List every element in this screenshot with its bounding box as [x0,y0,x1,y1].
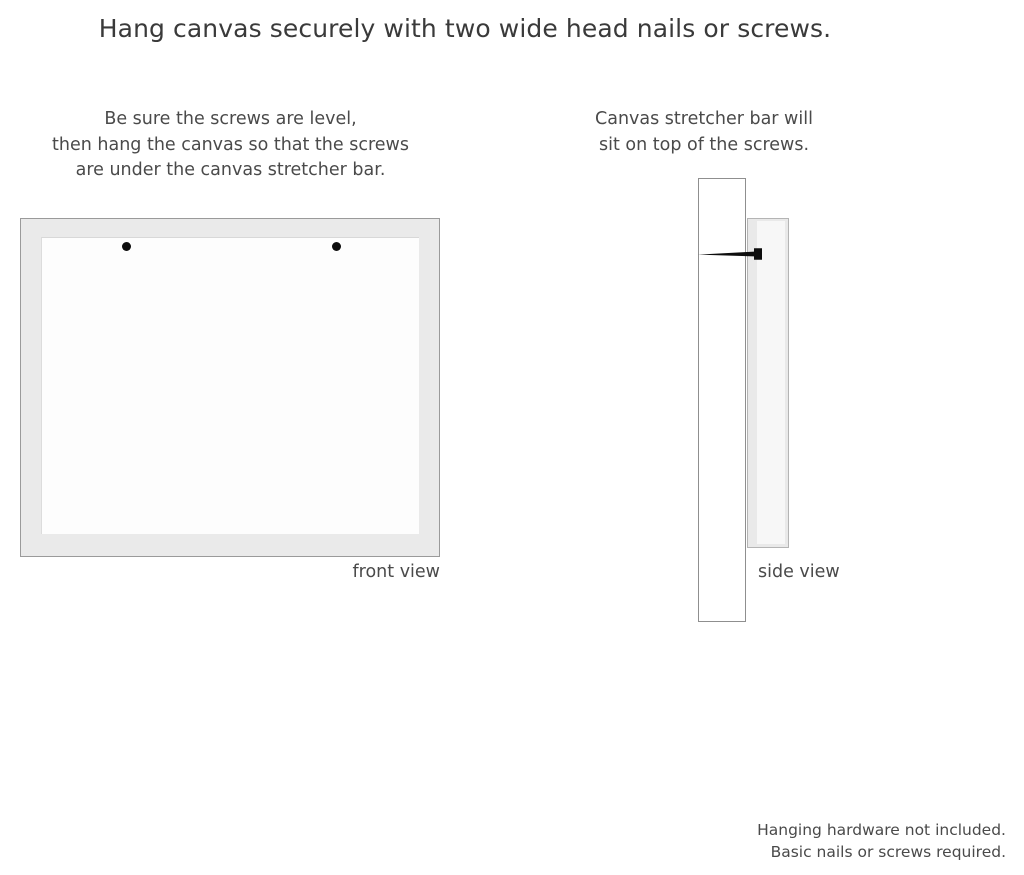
front-view-caption-line-3: are under the canvas stretcher bar. [75,160,386,180]
side-view-diagram [690,170,840,630]
front-view-label: front view [352,562,441,582]
side-canvas-stretcher-bar [747,218,789,548]
front-view-caption: Be sure the screws are level, then hang … [18,107,443,184]
side-canvas-inner-face [757,221,785,544]
side-view-caption-line-1: Canvas stretcher bar will [595,109,813,129]
hardware-disclaimer-line-1: Hanging hardware not included. [757,821,1006,839]
front-view-diagram [20,218,440,557]
page-title: Hang canvas securely with two wide head … [98,14,832,43]
side-wall-section [698,178,746,622]
hardware-disclaimer: Hanging hardware not included. Basic nai… [757,819,1006,863]
hardware-disclaimer-line-2: Basic nails or screws required. [770,843,1006,861]
side-view-caption: Canvas stretcher bar will sit on top of … [560,107,848,158]
screw-head-left-icon [122,242,131,251]
canvas-inner-panel [41,237,419,534]
side-view-caption-line-2: sit on top of the screws. [598,134,810,155]
front-view-caption-line-1: Be sure the screws are level, [104,109,357,129]
side-view-label: side view [758,562,840,582]
screw-side-profile-icon [698,246,770,260]
front-view-caption-line-2: then hang the canvas so that the screws [52,134,409,155]
canvas-frame-outer [20,218,440,557]
screw-head-right-icon [332,242,341,251]
